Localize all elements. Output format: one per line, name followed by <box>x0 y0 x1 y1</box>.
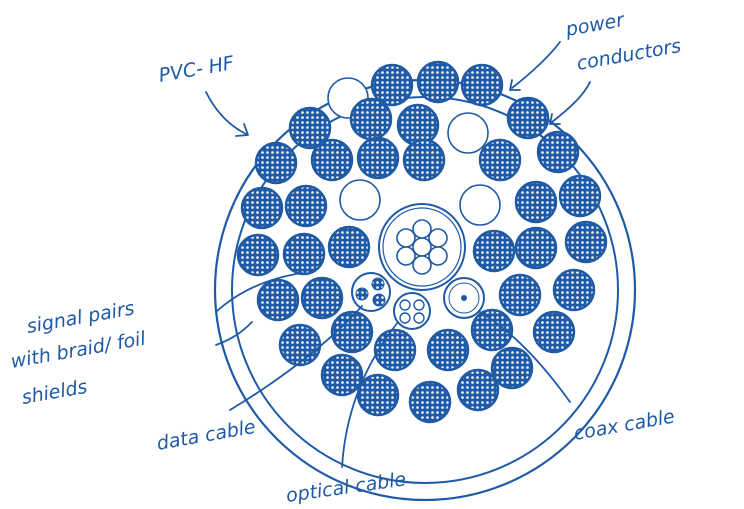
power-conductor <box>506 96 550 140</box>
power-conductor <box>514 180 558 224</box>
optical-leader-line <box>341 321 399 468</box>
power-conductor <box>460 63 504 107</box>
power-conductor <box>256 278 300 322</box>
pvc-arrowhead <box>235 123 249 137</box>
power-conductor <box>490 346 534 390</box>
power-conductor <box>278 323 322 367</box>
coax-cable-element <box>443 277 485 319</box>
power-conductor <box>236 233 280 277</box>
power-conductor <box>282 232 326 276</box>
coax-cable-label: coax cable <box>572 406 676 445</box>
central-tube <box>412 255 432 275</box>
power-conductor <box>426 328 470 372</box>
power-conductor <box>288 106 332 150</box>
power-conductor <box>327 225 371 269</box>
power-arrowhead-2 <box>549 113 561 125</box>
pvc-leader-line <box>205 91 247 135</box>
data-cable-label: data cable <box>155 416 257 455</box>
power-conductor <box>254 141 298 185</box>
power-leader-line-2 <box>551 81 591 123</box>
central-tube <box>412 219 432 239</box>
central-tube <box>396 228 416 248</box>
central-tube <box>428 228 448 248</box>
power-conductor <box>356 373 400 417</box>
power-conductor <box>536 130 580 174</box>
pvc-label: PVC- HF <box>157 52 237 87</box>
power-conductor <box>240 186 284 230</box>
filler-element <box>339 179 381 221</box>
power-conductor <box>514 226 558 270</box>
data-leader-line <box>229 305 363 411</box>
power-conductor <box>300 276 344 320</box>
central-tube <box>428 246 448 266</box>
power-conductor <box>349 97 393 141</box>
filler-element <box>459 184 501 226</box>
power-conductor <box>396 103 440 147</box>
optical-cable-label: optical cable <box>285 468 408 507</box>
power-conductor <box>470 308 514 352</box>
power-conductor <box>552 268 596 312</box>
signal-leader-line <box>215 272 303 313</box>
power-conductor <box>320 353 364 397</box>
signal-leader-line-2 <box>215 321 253 346</box>
power-conductor <box>472 229 516 273</box>
power-conductor <box>478 138 522 182</box>
power-conductor <box>310 138 354 182</box>
power-conductor <box>498 273 542 317</box>
power-conductor <box>373 328 417 372</box>
coax-leader-line <box>479 311 571 403</box>
conductor-group <box>236 60 608 424</box>
power-conductor <box>558 174 602 218</box>
power-conductor <box>456 368 500 412</box>
power-conductor <box>416 60 460 104</box>
power-label-line1: power <box>563 9 627 41</box>
optical-cable-element <box>393 292 431 330</box>
central-tube <box>396 246 416 266</box>
power-conductor <box>532 310 576 354</box>
power-conductor <box>402 138 446 182</box>
power-arrowhead-1 <box>509 79 521 91</box>
power-leader-line-1 <box>511 41 561 89</box>
signal-label-line3: shields <box>20 376 89 409</box>
central-fiber-bundle <box>378 203 466 291</box>
power-conductor <box>330 310 374 354</box>
power-label-line2: conductors <box>575 35 683 75</box>
filler-element <box>447 112 489 154</box>
power-conductor <box>356 136 400 180</box>
data-cable-element <box>351 272 391 312</box>
central-tube <box>412 237 432 257</box>
power-conductor <box>564 220 608 264</box>
power-conductor <box>284 184 328 228</box>
power-conductor <box>370 63 414 107</box>
power-conductor <box>408 380 452 424</box>
